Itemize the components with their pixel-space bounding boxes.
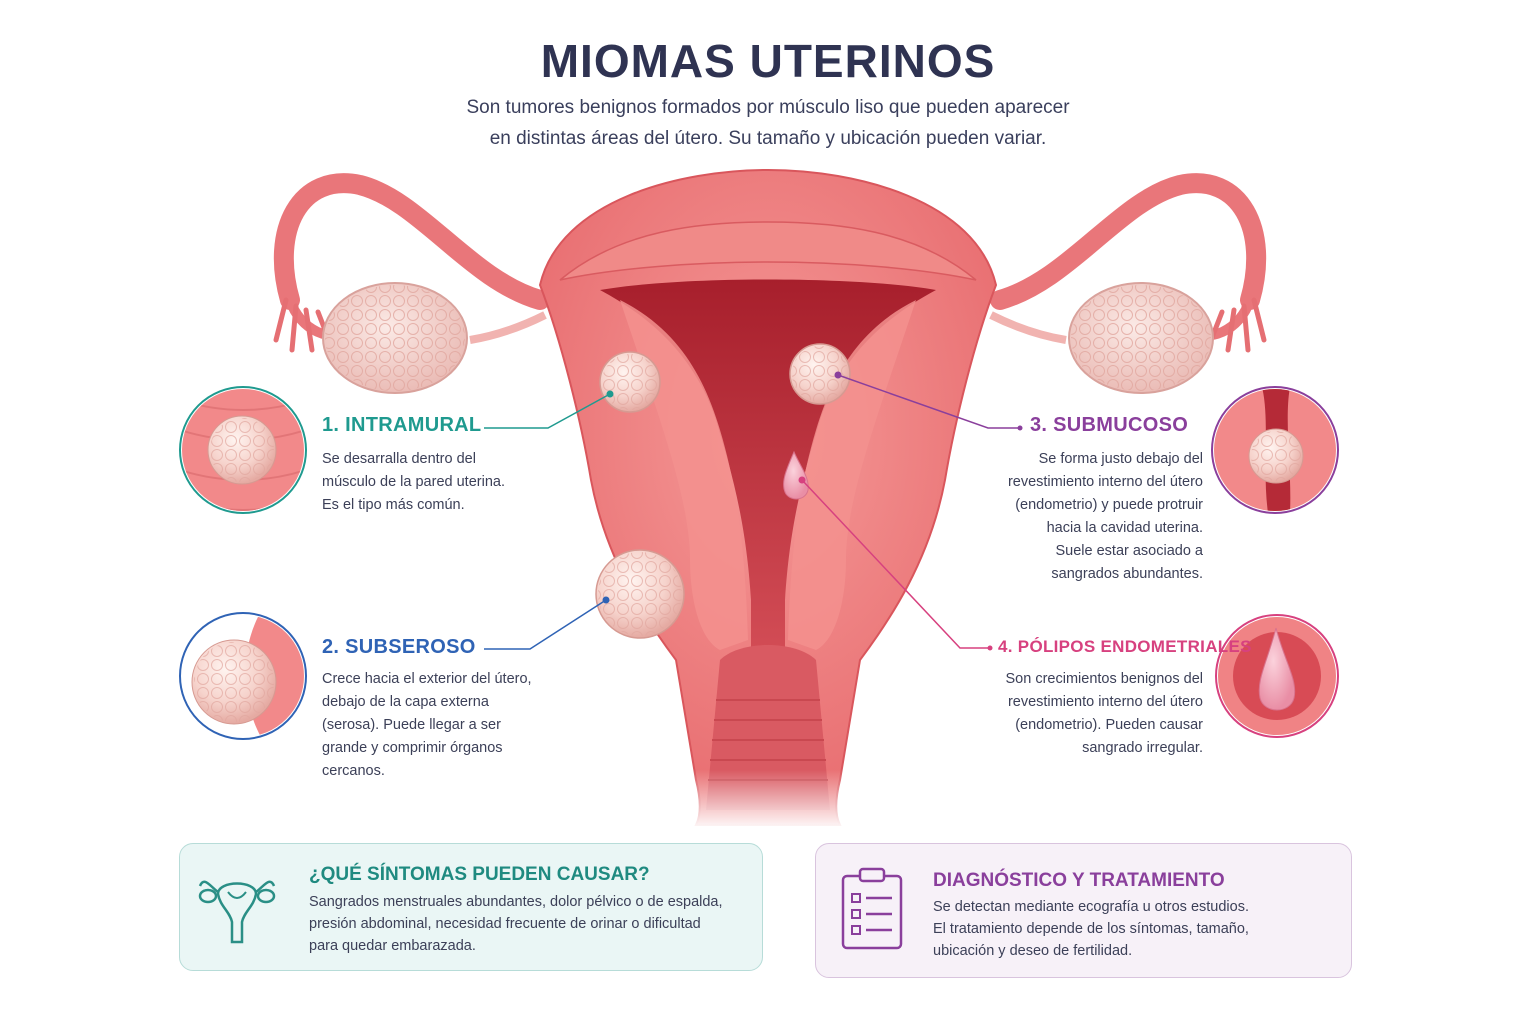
- detail-circle-polyp: [1215, 614, 1339, 738]
- desc-line: cercanos.: [322, 763, 385, 779]
- type-desc-polyps: Son crecimientos benignos del revestimie…: [920, 668, 1203, 760]
- symptoms-title: ¿QUÉ SÍNTOMAS PUEDEN CAUSAR?: [309, 864, 650, 885]
- card-line: para quedar embarazada.: [309, 938, 476, 954]
- symptoms-card: ¿QUÉ SÍNTOMAS PUEDEN CAUSAR? Sangrados m…: [179, 843, 763, 971]
- card-line: El tratamiento depende de los síntomas, …: [933, 921, 1249, 937]
- page-title: MIOMAS UTERINOS: [540, 35, 996, 87]
- type-desc-intramural: Se desarralla dentro del músculo de la p…: [322, 448, 505, 517]
- diagnosis-title: DIAGNÓSTICO Y TRATAMIENTO: [933, 870, 1225, 891]
- desc-line: grande y comprimir órganos: [322, 740, 503, 756]
- right-ovary: [1068, 282, 1214, 394]
- type-desc-submucosal: Se forma justo debajo del revestimiento …: [920, 448, 1203, 586]
- detail-circle-intramural: [179, 386, 307, 514]
- type-label-subserous: 2. SUBSEROSO: [322, 636, 476, 658]
- symptoms-text: Sangrados menstruales abundantes, dolor …: [309, 891, 723, 957]
- subtitle-line: Son tumores benignos formados por múscul…: [466, 97, 1070, 118]
- desc-line: Se forma justo debajo del: [1038, 451, 1203, 467]
- clipboard-icon: [841, 867, 903, 950]
- type-desc-subserous: Crece hacia el exterior del útero, debaj…: [322, 668, 532, 783]
- desc-line: músculo de la pared uterina.: [322, 474, 505, 490]
- endometrial-polyp: [783, 450, 809, 500]
- desc-line: hacia la cavidad uterina.: [1046, 520, 1203, 536]
- desc-line: Crece hacia el exterior del útero,: [322, 671, 532, 687]
- desc-line: sangrados abundantes.: [1051, 566, 1203, 582]
- detail-circle-submucosal: [1211, 386, 1339, 514]
- diagnosis-card: DIAGNÓSTICO Y TRATAMIENTO Se detectan me…: [815, 843, 1352, 978]
- desc-line: Suele estar asociado a: [1055, 543, 1203, 559]
- connector-subserous: [484, 596, 610, 650]
- card-line: Se detectan mediante ecografía u otros e…: [933, 899, 1249, 915]
- card-line: Sangrados menstruales abundantes, dolor …: [309, 894, 723, 910]
- desc-line: (serosa). Puede llegar a ser: [322, 717, 501, 733]
- desc-line: (endometrio). Pueden causar: [1015, 717, 1203, 733]
- card-line: presión abdominal, necesidad frecuente d…: [309, 916, 701, 932]
- detail-circle-subserous: [179, 612, 307, 740]
- type-label-submucosal: 3. SUBMUCOSO: [1030, 414, 1189, 436]
- connector-submucosal: [834, 371, 1023, 431]
- intramural-fibroid: [599, 351, 661, 413]
- type-label-intramural: 1. INTRAMURAL: [322, 414, 482, 436]
- uterus-icon: [198, 880, 276, 944]
- connector-intramural: [484, 390, 614, 429]
- desc-line: Se desarralla dentro del: [322, 451, 476, 467]
- subtitle-line: en distintas áreas del útero. Su tamaño …: [489, 128, 1047, 149]
- desc-line: sangrado irregular.: [1082, 740, 1203, 756]
- page-subtitle: Son tumores benignos formados por múscul…: [368, 92, 1168, 154]
- desc-line: revestimiento interno del útero: [1007, 694, 1203, 710]
- desc-line: Son crecimientos benignos del: [1005, 671, 1203, 687]
- connector-polyp: [798, 476, 993, 651]
- desc-line: revestimiento interno del útero: [1007, 474, 1203, 490]
- type-label-polyps: 4. PÓLIPOS ENDOMETRIALES: [998, 637, 1252, 656]
- desc-line: debajo de la capa externa: [322, 694, 489, 710]
- desc-line: Es el tipo más común.: [322, 497, 465, 513]
- desc-line: (endometrio) y puede protruir: [1015, 497, 1203, 513]
- card-line: ubicación y deseo de fertilidad.: [933, 943, 1133, 959]
- left-ovary: [322, 282, 468, 394]
- uterus-body: [538, 168, 998, 830]
- subserosal-fibroid: [595, 549, 685, 639]
- submucosal-fibroid: [789, 343, 851, 405]
- diagnosis-text: Se detectan mediante ecografía u otros e…: [933, 896, 1249, 962]
